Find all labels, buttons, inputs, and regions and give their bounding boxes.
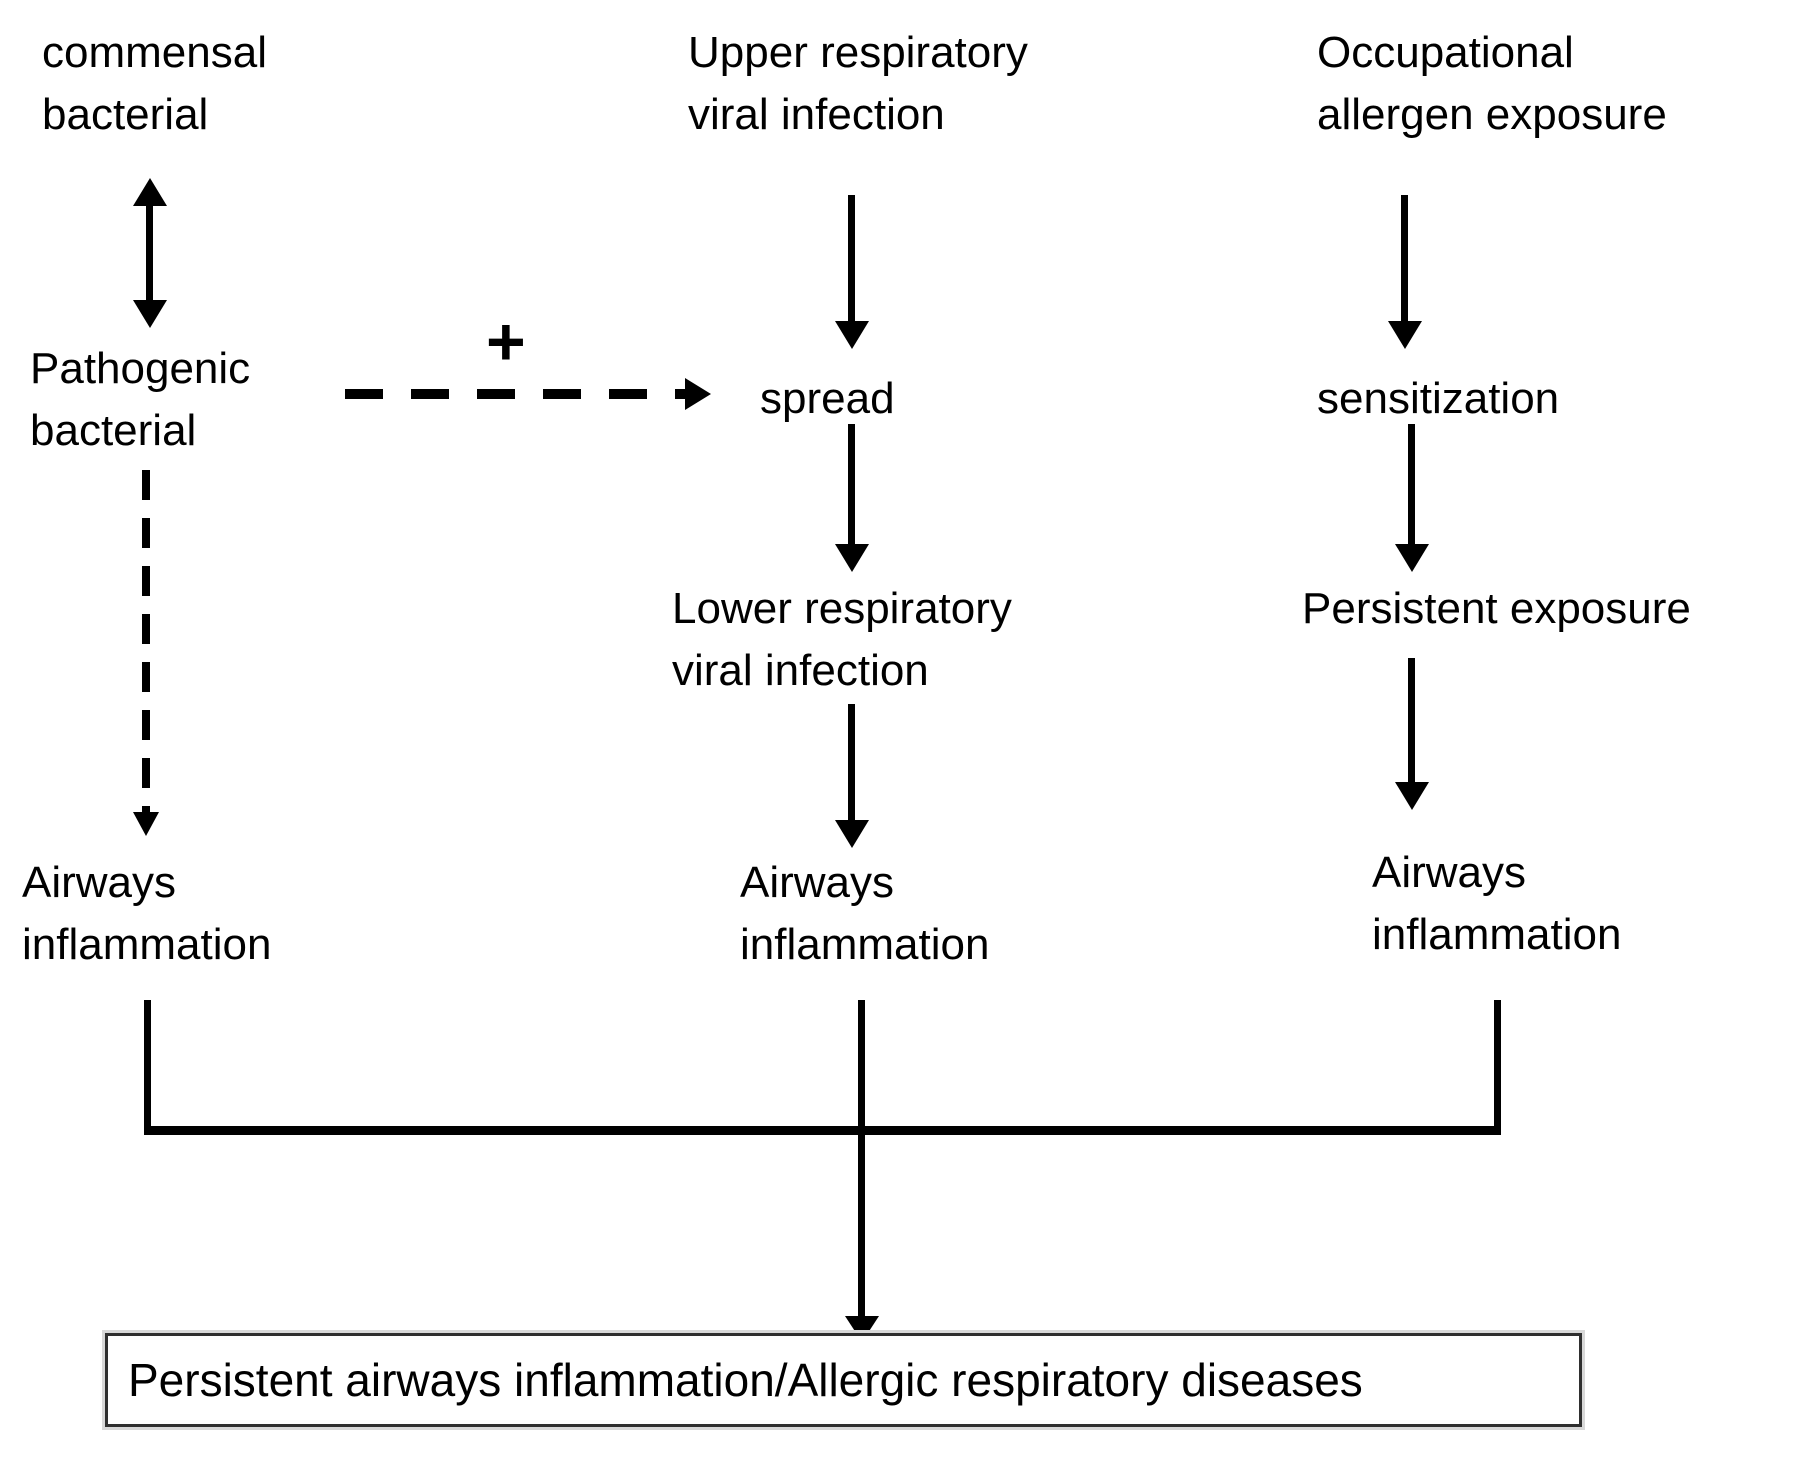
node-label-line: Pathogenic	[30, 344, 251, 393]
arrow-shaft	[848, 195, 855, 323]
node-label-line: bacterial	[30, 406, 197, 455]
node-label-line: sensitization	[1317, 374, 1560, 423]
node-label-line: bacterial	[42, 90, 209, 139]
node-label-line: Occupational	[1317, 28, 1574, 77]
node-label-line: Persistent exposure	[1302, 584, 1691, 633]
node-lower-respiratory-viral-infection: Lower respiratory viral infection	[672, 578, 1012, 702]
node-airways-inflammation-middle: Airways inflammation	[740, 852, 989, 976]
arrow-down-icon	[835, 321, 869, 349]
node-label-line: viral infection	[688, 90, 945, 139]
arrow-shaft	[146, 203, 153, 303]
node-label-line: Airways	[22, 858, 177, 907]
arrow-down-icon	[1395, 544, 1429, 572]
node-label-line: inflammation	[740, 920, 990, 969]
merge-line-right	[1494, 1000, 1501, 1133]
outcome-label: Persistent airways inflammation/Allergic…	[128, 1354, 1363, 1406]
arrow-down-icon	[1395, 782, 1429, 810]
arrow-down-icon	[133, 812, 159, 836]
node-sensitization: sensitization	[1317, 368, 1559, 430]
arrow-up-icon	[133, 178, 167, 206]
dashed-arrow-shaft	[345, 389, 687, 399]
node-label-line: inflammation	[22, 920, 272, 969]
arrow-right-icon	[685, 378, 711, 410]
node-label-line: Airways	[1372, 848, 1527, 897]
merge-line-left	[144, 1000, 151, 1133]
dashed-arrow-shaft	[142, 470, 150, 813]
arrow-down-icon	[835, 544, 869, 572]
arrow-shaft	[848, 424, 855, 546]
merge-line-horizontal	[144, 1126, 1501, 1135]
outcome-box: Persistent airways inflammation/Allergic…	[102, 1330, 1585, 1430]
arrow-down-icon	[133, 300, 167, 328]
node-label-line: Airways	[740, 858, 895, 907]
arrow-down-icon	[1388, 321, 1422, 349]
node-pathogenic-bacterial: Pathogenic bacterial	[30, 338, 250, 462]
plus-label: +	[486, 304, 526, 380]
node-persistent-exposure: Persistent exposure	[1302, 578, 1691, 640]
node-label-line: inflammation	[1372, 910, 1622, 959]
arrow-shaft	[848, 704, 855, 822]
node-label-line: Lower respiratory	[672, 584, 1012, 633]
arrow-shaft	[1408, 658, 1415, 784]
arrow-shaft	[1408, 424, 1415, 546]
arrow-down-icon	[835, 820, 869, 848]
node-upper-respiratory-viral-infection: Upper respiratory viral infection	[688, 22, 1028, 146]
node-label-line: viral infection	[672, 646, 929, 695]
node-occupational-allergen-exposure: Occupational allergen exposure	[1317, 22, 1667, 146]
node-label-line: commensal	[42, 28, 267, 77]
node-label-line: allergen exposure	[1317, 90, 1667, 139]
node-airways-inflammation-right: Airways inflammation	[1372, 842, 1621, 966]
arrow-shaft	[1401, 195, 1408, 323]
node-label-line: Upper respiratory	[688, 28, 1028, 77]
node-label-line: spread	[760, 374, 895, 423]
node-airways-inflammation-left: Airways inflammation	[22, 852, 271, 976]
node-commensal-bacterial: commensal bacterial	[42, 22, 267, 146]
node-spread: spread	[760, 368, 895, 430]
merge-line-center	[858, 1000, 865, 1318]
